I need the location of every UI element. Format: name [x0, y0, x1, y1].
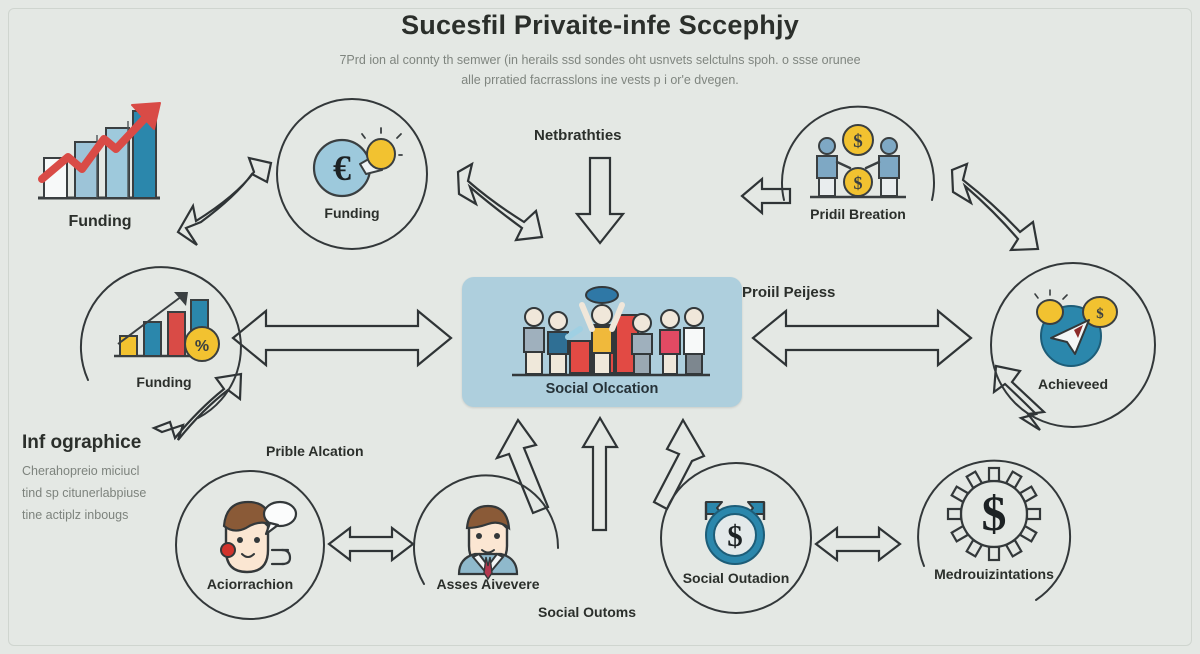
arrow-euro-to-profit-creation: [456, 161, 544, 242]
rocket-launch-icon: $: [1034, 289, 1118, 367]
svg-text:$: $: [982, 485, 1007, 541]
svg-text:$: $: [854, 173, 863, 193]
node-social-outcome[interactable]: $ Social Outadion: [660, 462, 812, 614]
node-funding-euro[interactable]: € Funding: [276, 98, 428, 250]
person-avatar-icon: [457, 504, 519, 581]
arrow-right-up-to-center: [652, 417, 706, 511]
node-label-achieved: Achieveed: [1037, 376, 1109, 392]
node-ring-monetizations: [917, 459, 1072, 601]
euro-coin-bulb-icon: €: [312, 127, 403, 198]
node-label-profit-creation: Pridil Breation: [810, 206, 906, 222]
node-label-monetizations: Medrouizintations: [934, 566, 1054, 582]
node-label-assess-adviser: Asses Aivevere: [436, 576, 540, 592]
info-block-body: Cherahopreio miciucl tind sp citunerlabp…: [22, 460, 202, 526]
arrow-social-outcome-to-monetizations: [814, 525, 902, 563]
subtitle-line-1: 7Prd ion al connty th semwer (in herails…: [339, 53, 861, 67]
node-label-funding-percent: Funding: [136, 374, 192, 390]
page-title: Sucesfil Privaite-infe Sccephjy: [401, 10, 799, 40]
gear-dollar-icon: $: [946, 466, 1042, 562]
connector-label-social-outcomes: Social Outoms: [538, 604, 637, 620]
svg-text:$: $: [853, 131, 863, 152]
handshake-coins-icon: $ $: [810, 124, 906, 199]
node-label-funding-chart: Funding: [68, 213, 132, 230]
info-line-2: tind sp citunerlabpiuse: [22, 486, 147, 500]
arrow-funding-chart-to-euro: [176, 156, 273, 246]
center-panel-label: Social Olccation: [545, 381, 659, 397]
node-ring-profit-creation: [781, 105, 935, 201]
node-ring-funding-percent: [79, 266, 242, 419]
node-ring-assess: [413, 474, 560, 585]
arrow-into-profit-creation-left: [740, 176, 792, 216]
arrow-social-outcome-up-to-center: [581, 415, 619, 532]
node-attraction[interactable]: Aciorrachion: [175, 470, 325, 620]
node-achieved[interactable]: $ Achieveed: [990, 262, 1156, 428]
connector-label-public-allocation: Prible Alcation: [266, 443, 364, 459]
node-label-social-outcome: Social Outadion: [682, 570, 790, 586]
svg-text:€: €: [333, 148, 351, 188]
celebrating-team-bar-chart-icon: [512, 286, 710, 377]
info-block-heading: Inf ographice: [22, 432, 142, 453]
dollar-coin-flags-icon: $: [704, 501, 766, 565]
center-panel-social-allocation[interactable]: Social Olccation: [462, 277, 742, 407]
info-line-1: Cherahopreio miciucl: [22, 464, 140, 478]
bar-chart-percent-icon: %: [114, 292, 220, 362]
bar-chart-growth-icon: [38, 102, 161, 200]
connector-label-networking: Netbrathties: [534, 127, 622, 144]
arrow-profit-creation-to-achieved: [950, 162, 1040, 252]
arrow-left-of-center: [231, 308, 453, 368]
page-subtitle: 7Prd ion al connty th semwer (in herails…: [290, 50, 910, 90]
arrow-funding-to-attraction: [151, 372, 243, 441]
node-assess-adviser[interactable]: Asses Aivevere: [412, 468, 564, 620]
connector-label-profit-process: Proiil Peijess: [742, 284, 836, 301]
node-funding-percent[interactable]: % Funding: [78, 262, 250, 428]
face-speech-bubble-icon: [220, 500, 298, 574]
info-line-3: tine actiplz inbougs: [22, 508, 129, 522]
arrow-right-of-center: [751, 308, 973, 368]
node-profit-creation[interactable]: $ $ Pridil Breation: [778, 96, 938, 248]
node-label-funding-euro: Funding: [324, 205, 380, 221]
node-label-attraction: Aciorrachion: [206, 576, 294, 592]
svg-text:$: $: [1096, 306, 1104, 322]
arrow-assess-up-to-center: [494, 417, 550, 515]
arrow-networking-down: [574, 156, 626, 245]
node-funding-chart[interactable]: Funding: [20, 95, 180, 245]
subtitle-line-2: alle prratied facrrasslons ine vests p i…: [461, 73, 739, 87]
svg-text:%: %: [195, 338, 209, 355]
arrow-attraction-to-assess: [327, 525, 415, 563]
node-monetizations[interactable]: $ Medrouizintations: [910, 450, 1078, 612]
svg-text:$: $: [727, 518, 743, 553]
